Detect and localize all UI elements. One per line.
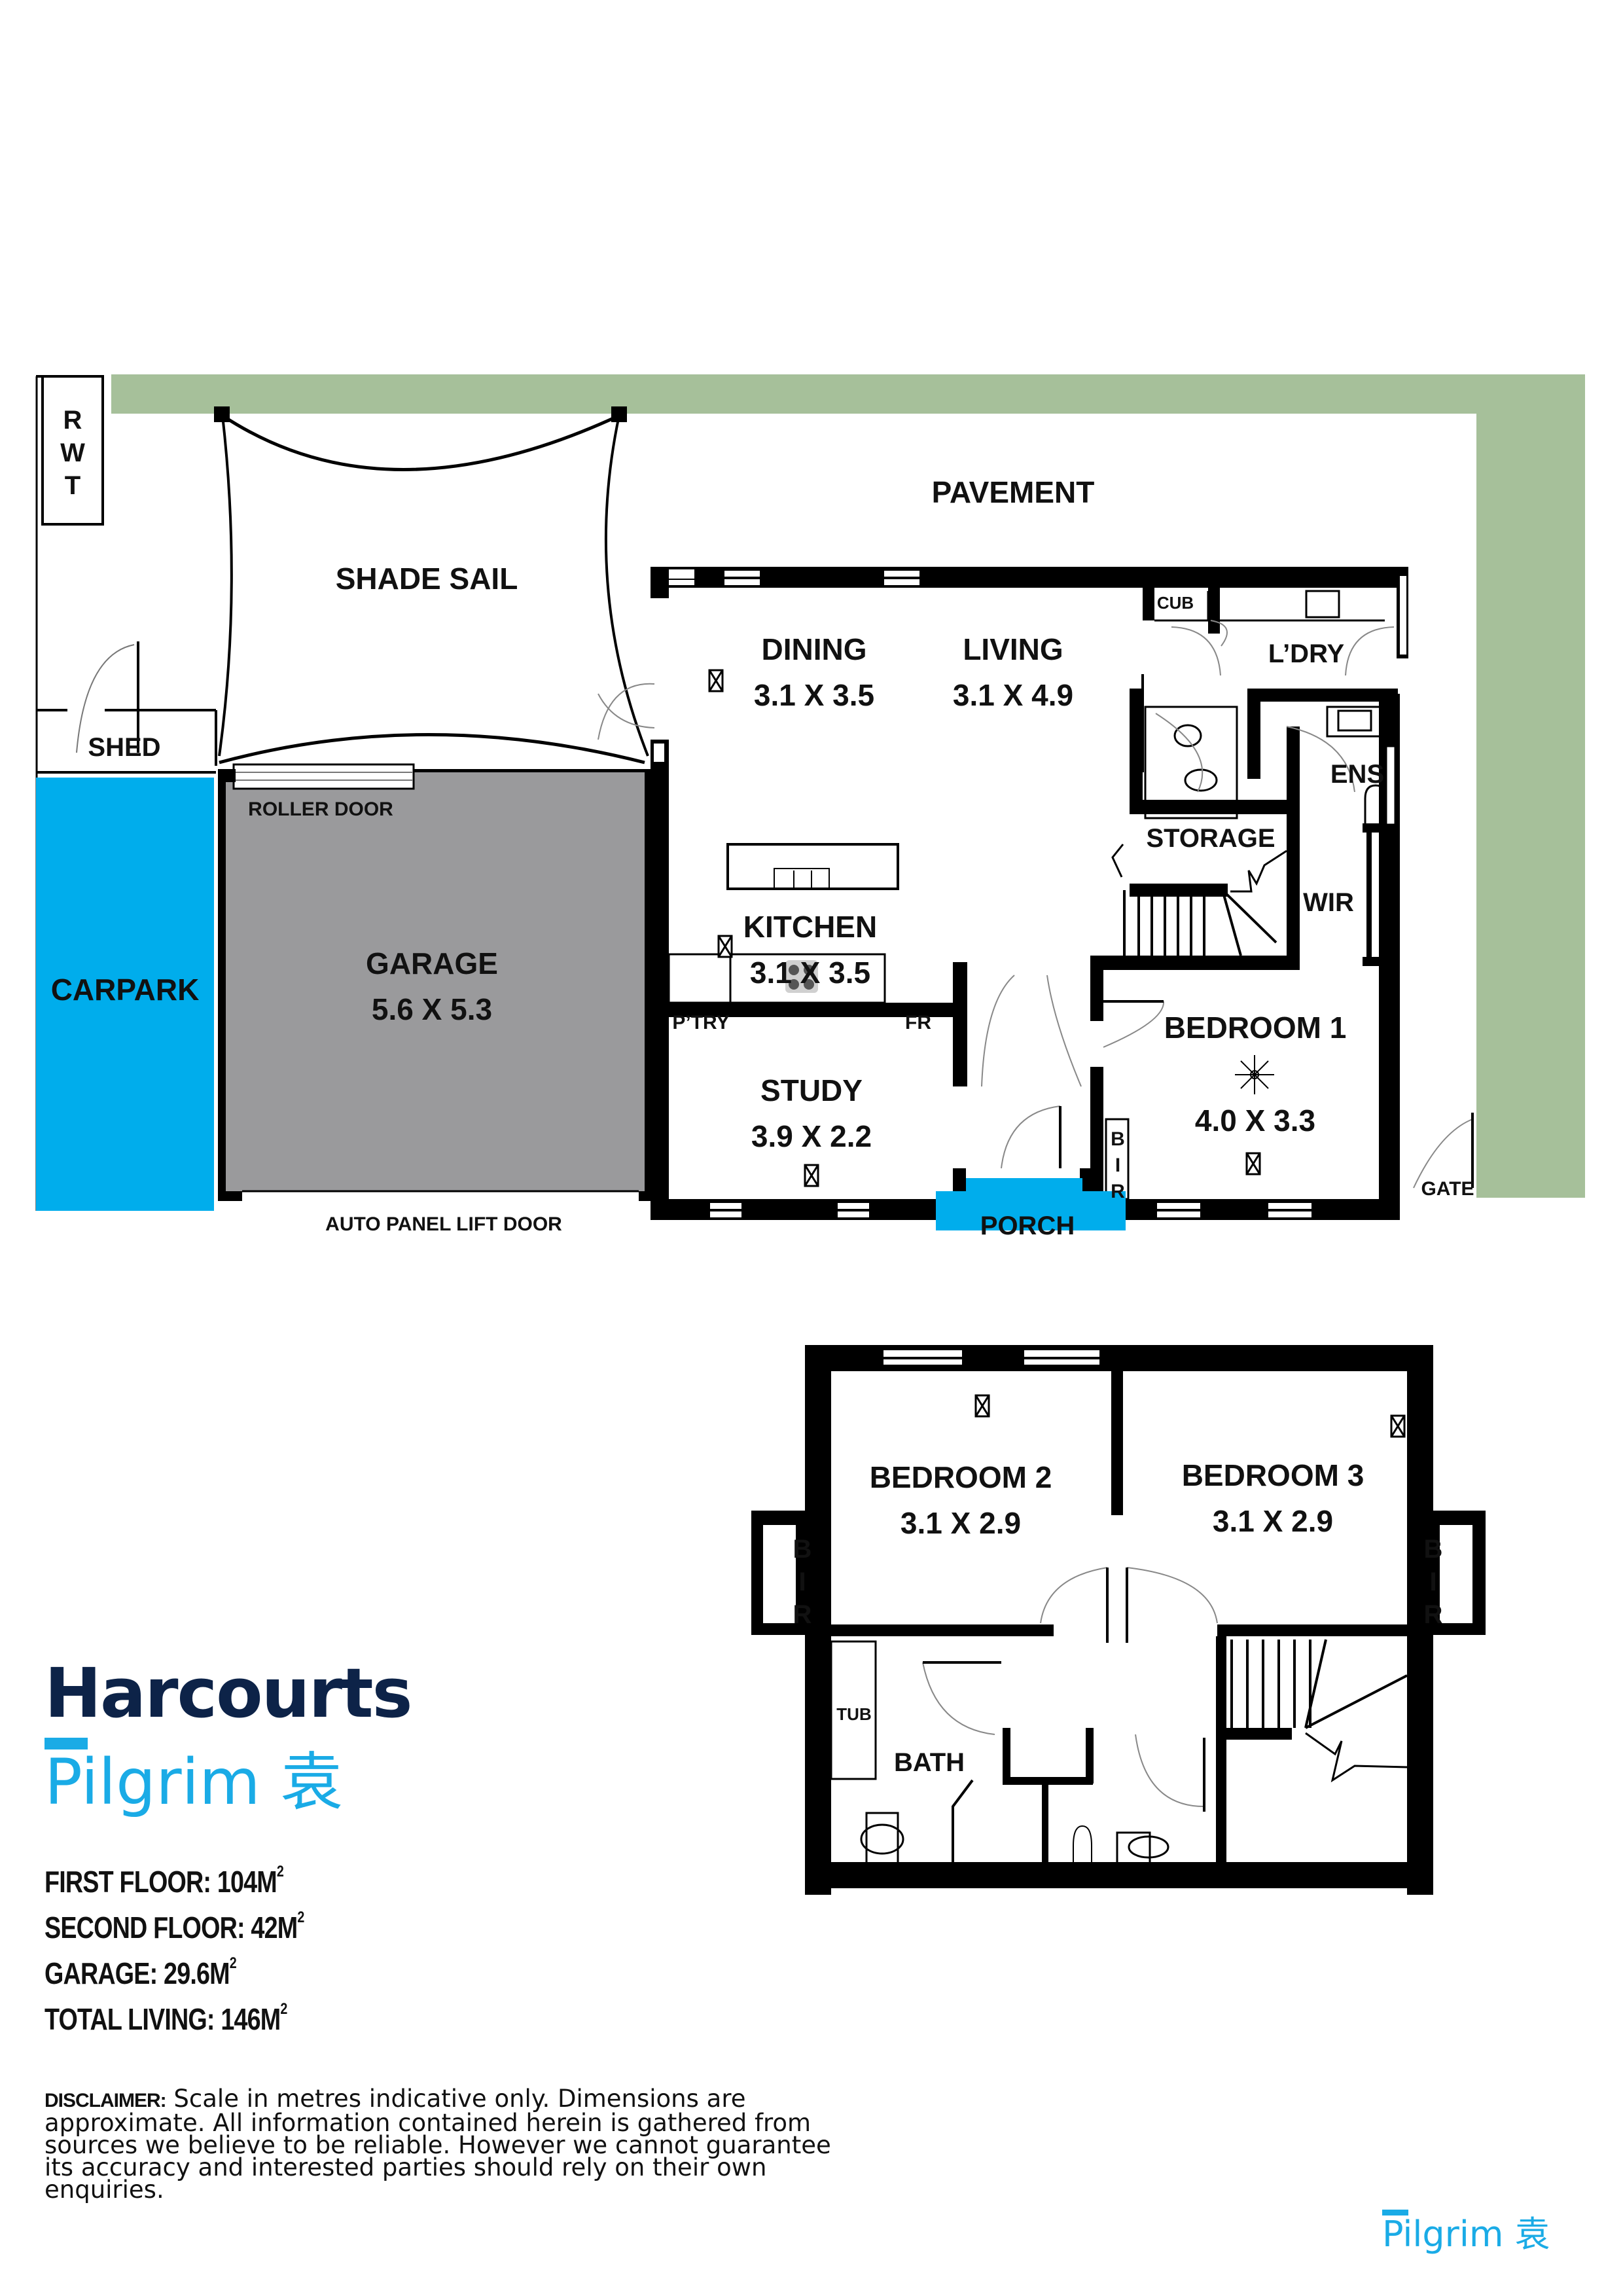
door-leaves-ground bbox=[1059, 674, 1474, 1188]
upper-floor-fixtures bbox=[830, 1640, 1169, 1867]
study-size: 3.9 X 2.2 bbox=[751, 1119, 872, 1153]
upper-floor-walls bbox=[751, 1345, 1486, 1895]
carpark-label: CARPARK bbox=[51, 973, 200, 1007]
garage-size: 5.6 X 5.3 bbox=[372, 992, 492, 1026]
study-name: STUDY bbox=[760, 1073, 863, 1107]
bir3-label-r: R bbox=[1424, 1600, 1443, 1629]
porch bbox=[936, 1178, 1126, 1230]
rwt-label-w: W bbox=[60, 439, 85, 467]
bir-label-i: I bbox=[1115, 1155, 1120, 1176]
garden-border bbox=[111, 374, 1585, 1198]
bir2-label-r: R bbox=[793, 1600, 812, 1629]
bir2-label-i: I bbox=[798, 1568, 806, 1596]
dining-size: 3.1 X 3.5 bbox=[754, 678, 874, 712]
living-name: LIVING bbox=[963, 632, 1063, 666]
harcourts-logo: Harcourts Pilgrim 袁 bbox=[45, 1653, 413, 1819]
gate-label: GATE bbox=[1421, 1178, 1474, 1200]
disclaimer: DISCLAIMER: Scale in metres indicative o… bbox=[45, 2085, 856, 2204]
rainwater-tank: R W T bbox=[35, 375, 104, 1211]
cupboard-label: CUB bbox=[1157, 593, 1194, 613]
bir-label-r: R bbox=[1111, 1181, 1125, 1202]
roller-door bbox=[232, 763, 415, 790]
auto-door-label: AUTO PANEL LIFT DOOR bbox=[325, 1213, 562, 1235]
bedroom1-size: 4.0 X 3.3 bbox=[1195, 1103, 1315, 1138]
bedroom2-name: BEDROOM 2 bbox=[870, 1460, 1052, 1494]
bedroom2-size: 3.1 X 2.9 bbox=[901, 1506, 1021, 1540]
smoke-detector-icons bbox=[708, 669, 1406, 1438]
footer-logo-bar bbox=[1382, 2210, 1408, 2215]
company-name: Harcourts bbox=[45, 1653, 413, 1733]
disclaimer-text: Scale in metres indicative only. Dimensi… bbox=[45, 2085, 831, 2204]
living-size: 3.1 X 4.9 bbox=[953, 678, 1073, 712]
office-name: Pilgrim 袁 bbox=[45, 1746, 344, 1819]
stairs-ground-floor bbox=[1111, 844, 1287, 956]
roller-door-label: ROLLER DOOR bbox=[248, 798, 393, 820]
disclaimer-heading: DISCLAIMER: bbox=[45, 2090, 167, 2111]
bir2-label-b: B bbox=[793, 1535, 812, 1564]
shade-sail-label: SHADE SAIL bbox=[336, 562, 518, 596]
door-swings-upper bbox=[922, 1567, 1218, 1807]
bath-label: BATH bbox=[894, 1748, 965, 1777]
bir3-label-b: B bbox=[1424, 1535, 1443, 1564]
shed-label: SHED bbox=[88, 733, 160, 762]
cooktop-icon bbox=[785, 960, 818, 993]
bedroom3-name: BEDROOM 3 bbox=[1182, 1458, 1364, 1492]
ground-floor-fixtures bbox=[668, 590, 1397, 1200]
smoke-detector-icon bbox=[974, 1394, 990, 1418]
area-summary: FIRST FLOOR: 104M2 SECOND FLOOR: 42M2 GA… bbox=[45, 1859, 304, 2042]
kitchen-name: KITCHEN bbox=[743, 910, 877, 944]
footer-logo: Pilgrim 袁 bbox=[1382, 2210, 1550, 2252]
rwt-label-r: R bbox=[63, 406, 82, 435]
wir-label: WIR bbox=[1303, 888, 1354, 917]
shade-sail bbox=[214, 406, 649, 764]
laundry-label: L’DRY bbox=[1268, 639, 1345, 668]
ceiling-fan-icon bbox=[1235, 1055, 1274, 1094]
bedroom3-size: 3.1 X 2.9 bbox=[1213, 1504, 1333, 1538]
bedroom1-name: BEDROOM 1 bbox=[1164, 1011, 1347, 1045]
pavement-label: PAVEMENT bbox=[932, 475, 1095, 509]
kitchen-size: 3.1 X 3.5 bbox=[750, 956, 870, 990]
ground-floor-walls bbox=[651, 567, 1408, 1221]
garage-name: GARAGE bbox=[366, 946, 498, 980]
area-first-floor: FIRST FLOOR: 104M2 bbox=[45, 1863, 284, 1899]
footer-office-name: Pilgrim 袁 bbox=[1382, 2214, 1550, 2255]
smoke-detector-icon bbox=[717, 935, 733, 958]
porch-label: PORCH bbox=[980, 1211, 1075, 1240]
dining-name: DINING bbox=[762, 632, 867, 666]
garage bbox=[218, 763, 652, 1202]
stairs-upper-floor bbox=[1230, 1639, 1408, 1783]
logo-accent-bar bbox=[45, 1738, 88, 1749]
smoke-detector-icon bbox=[708, 669, 724, 692]
shed bbox=[37, 641, 217, 774]
area-second-floor: SECOND FLOOR: 42M2 bbox=[45, 1909, 304, 1945]
smoke-detector-icon bbox=[1390, 1414, 1406, 1438]
tub-label: TUB bbox=[836, 1704, 871, 1724]
area-total-living: TOTAL LIVING: 146M2 bbox=[45, 2000, 287, 2036]
bir-label-b: B bbox=[1111, 1128, 1125, 1150]
pantry-label: P’TRY bbox=[672, 1012, 729, 1033]
storage-label: STORAGE bbox=[1146, 824, 1275, 853]
door-swings-ground bbox=[597, 620, 1473, 1189]
carpark-area bbox=[36, 778, 214, 1211]
smoke-detector-icon bbox=[804, 1164, 819, 1187]
area-garage: GARAGE: 29.6M2 bbox=[45, 1954, 237, 1990]
ensuite-label: ENS bbox=[1330, 760, 1384, 789]
rwt-label-t: T bbox=[65, 471, 80, 500]
smoke-detector-icon bbox=[1245, 1152, 1261, 1175]
door-leaves-upper bbox=[923, 1568, 1205, 1812]
bir3-label-i: I bbox=[1429, 1568, 1436, 1596]
fridge-label: FR bbox=[905, 1012, 931, 1033]
